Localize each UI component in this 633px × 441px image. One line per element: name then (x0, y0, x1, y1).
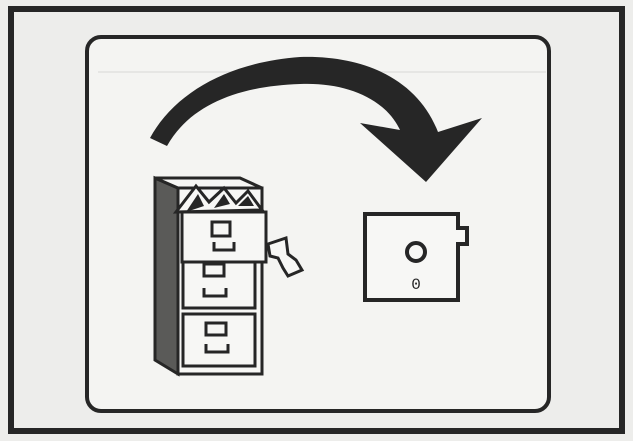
floppy-disk-label: 0 (411, 276, 421, 294)
floppy-disk-icon: 0 (365, 214, 467, 300)
